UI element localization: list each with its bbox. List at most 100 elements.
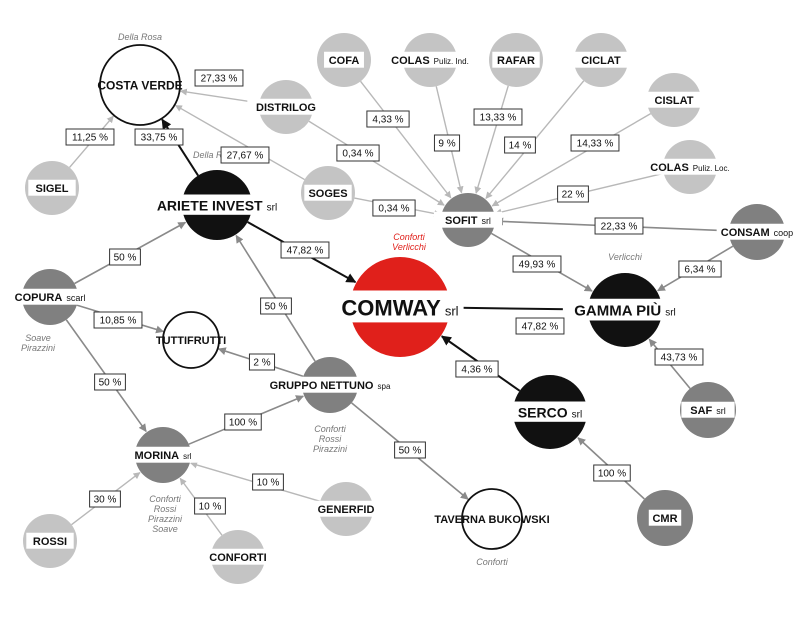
pct-label: 14,33 % xyxy=(570,134,620,152)
node-label: SOGES xyxy=(308,188,347,200)
node-sigel[interactable]: SIGEL xyxy=(25,161,79,215)
node-ciclat[interactable]: CICLAT xyxy=(573,33,629,87)
node-note: Verlicchi xyxy=(392,242,427,252)
node-note: Conforti xyxy=(314,424,347,434)
node-suffix: spa xyxy=(378,382,391,391)
node-label-band xyxy=(379,51,481,68)
node-colas1[interactable]: COLAS Puliz. Ind. xyxy=(379,33,481,87)
node-name: SIGEL xyxy=(35,183,68,195)
pct-label: 50 % xyxy=(394,441,426,459)
node-rossi[interactable]: ROSSI xyxy=(23,514,77,568)
node-name: TUTTIFRUTTI xyxy=(156,335,226,347)
pct-box xyxy=(557,185,589,203)
pct-box xyxy=(194,69,244,87)
node-name: CONSAM xyxy=(721,227,770,239)
pct-value: 2 % xyxy=(253,358,270,369)
node-label: COLAS Puliz. Ind. xyxy=(391,55,469,67)
pct-value: 50 % xyxy=(265,302,288,313)
node-conforti[interactable]: CONFORTI xyxy=(203,530,273,584)
node-label-band xyxy=(716,223,798,240)
node-name: COFA xyxy=(329,55,360,67)
node-name: CONFORTI xyxy=(209,552,266,564)
pct-value: 50 % xyxy=(399,446,422,457)
node-label: CISLAT xyxy=(655,95,694,107)
pct-box xyxy=(372,199,416,217)
node-label: ROSSI xyxy=(33,536,67,548)
node-label: COFA xyxy=(329,55,360,67)
pct-box xyxy=(194,497,226,515)
pct-value: 10 % xyxy=(257,478,280,489)
node-suffix: srl xyxy=(572,409,583,420)
node-name: GRUPPO NETTUNO xyxy=(270,380,374,392)
node-label-band xyxy=(509,401,591,422)
node-rafar[interactable]: RAFAR xyxy=(489,33,543,87)
node-name: COMWAY xyxy=(341,295,441,320)
pct-value: 47,82 % xyxy=(287,246,324,257)
node-label: DISTRILOG xyxy=(256,102,316,114)
node-name: COLAS xyxy=(391,55,430,67)
node-label-band xyxy=(304,184,352,201)
pct-box xyxy=(260,297,292,315)
pct-label: 13,33 % xyxy=(473,108,523,126)
pct-label: 50 % xyxy=(109,248,141,266)
node-note: Pirazzini xyxy=(148,514,183,524)
pct-label: 22,33 % xyxy=(594,217,644,235)
node-name: GENERFID xyxy=(318,504,375,516)
pct-label: 11,25 % xyxy=(65,128,115,146)
pct-label: 49,93 % xyxy=(512,255,562,273)
pct-box xyxy=(512,255,562,273)
pct-value: 100 % xyxy=(229,418,257,429)
node-cmr[interactable]: CMR xyxy=(637,490,693,546)
pct-label: 14 % xyxy=(504,136,536,154)
node-suffix: srl xyxy=(665,308,676,319)
pct-box xyxy=(93,311,143,329)
node-label-band xyxy=(324,51,364,68)
node-suffix: Puliz. Ind. xyxy=(434,57,469,66)
pct-label: 50 % xyxy=(260,297,292,315)
node-circle xyxy=(461,488,523,550)
pct-label: 10 % xyxy=(194,497,226,515)
node-note: Soave xyxy=(25,333,51,343)
node-name: COSTA VERDE xyxy=(97,79,182,93)
pct-value: 11,25 % xyxy=(72,133,108,144)
node-note: Pirazzini xyxy=(313,444,348,454)
node-cislat[interactable]: CISLAT xyxy=(646,73,702,127)
pct-label: 27,33 % xyxy=(194,69,244,87)
node-label-band xyxy=(639,158,741,175)
pct-label: 4,33 % xyxy=(366,110,410,128)
pct-box xyxy=(280,241,330,259)
node-soges[interactable]: SOGES xyxy=(301,166,355,220)
pct-label: 50 % xyxy=(94,373,126,391)
node-name: SOFIT xyxy=(445,215,478,227)
node-distrilog[interactable]: DISTRILOG xyxy=(247,80,325,134)
node-tutti[interactable]: TUTTIFRUTTI xyxy=(156,311,226,369)
pct-value: 33,75 % xyxy=(141,133,178,144)
node-cofa[interactable]: COFA xyxy=(317,33,371,87)
node-suffix: srl xyxy=(716,406,726,416)
node-generfid[interactable]: GENERFID xyxy=(311,482,381,536)
pct-label: 4,36 % xyxy=(455,360,499,378)
node-label-band xyxy=(646,91,702,108)
pct-box xyxy=(654,348,704,366)
pct-label: 47,82 % xyxy=(515,317,565,335)
node-suffix: srl xyxy=(445,303,459,318)
pct-value: 27,67 % xyxy=(227,151,264,162)
pct-box xyxy=(252,473,284,491)
